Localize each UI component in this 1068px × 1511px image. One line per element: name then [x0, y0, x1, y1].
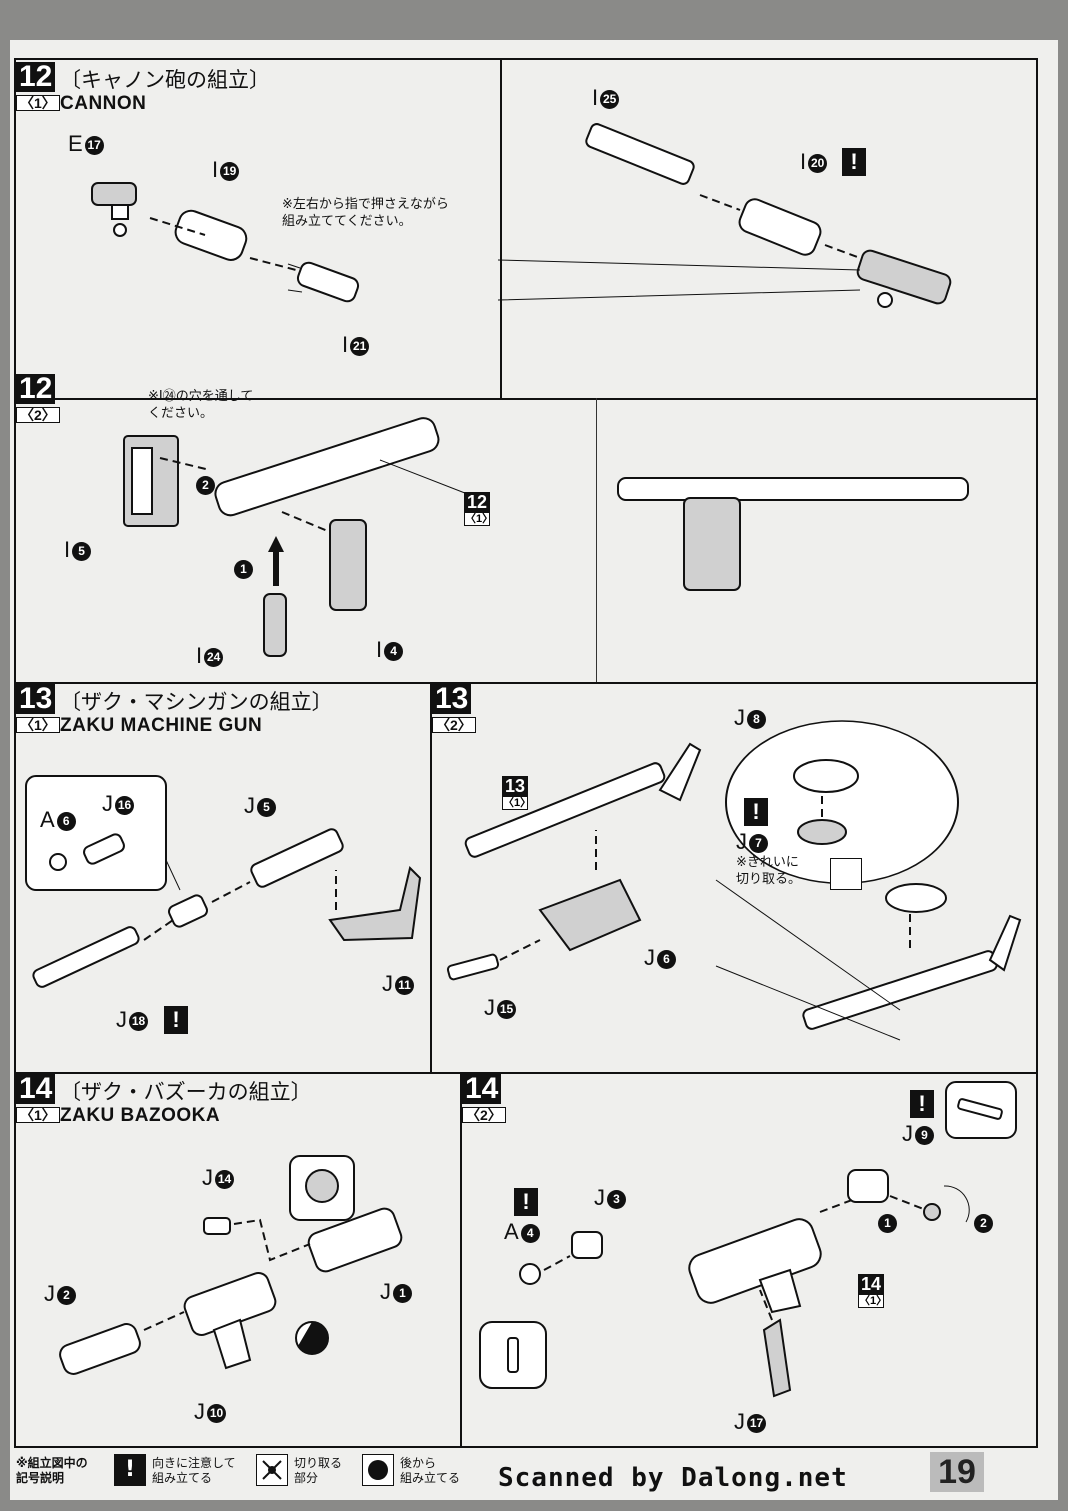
step-title-en: CANNON [60, 93, 147, 114]
assemble-later-icon [362, 1454, 394, 1486]
step-number: 14 [16, 1074, 56, 1104]
warning-icon: ! [842, 148, 866, 176]
cut-note: ※きれいに 切り取る。 [736, 855, 802, 887]
warning-icon: ! [514, 1188, 538, 1216]
substep-label: 〈2〉 [16, 407, 60, 423]
page-number: 19 [930, 1452, 984, 1492]
legend-item-later: 後から 組み立てる [400, 1456, 461, 1485]
step-number: 13 [432, 684, 472, 714]
substep-label: 〈2〉 [432, 717, 476, 733]
order-marker-2: 2 [972, 1210, 993, 1234]
substep-label: 〈1〉 [16, 1107, 60, 1123]
substep-label: 〈1〉 [16, 95, 60, 111]
symbol-legend: ※組立図中の 記号説明 ! 向きに注意して 組み立てる 切り取る 部分 後から … [14, 1452, 474, 1492]
legend-item-orientation: 向きに注意して 組み立てる [152, 1456, 236, 1485]
step-title-jp: 〔ザク・マシンガンの組立〕 [60, 690, 333, 714]
step-title-jp: 〔ザク・バズーカの組立〕 [60, 1080, 312, 1104]
col-divider-r4 [460, 1072, 462, 1448]
order-marker-2: 2 [194, 472, 215, 496]
warning-icon: ! [744, 798, 768, 826]
step-number: 12 [16, 62, 56, 92]
warning-icon: ! [910, 1090, 934, 1118]
order-marker-1: 1 [876, 1210, 897, 1234]
row-divider-3 [16, 1072, 1036, 1074]
instruction-grid [14, 58, 1038, 1448]
step-title-en: ZAKU BAZOOKA [60, 1105, 221, 1126]
scan-credit: Scanned by Dalong.net [498, 1463, 848, 1493]
row-divider-2 [16, 682, 1036, 684]
step-number: 12 [16, 374, 56, 404]
warning-icon: ! [164, 1006, 188, 1034]
step-number: 13 [16, 684, 56, 714]
col-divider-r2 [596, 398, 597, 682]
col-divider-r3 [430, 682, 432, 1072]
col-divider-r1 [500, 60, 502, 398]
step-number: 14 [462, 1074, 502, 1104]
warning-icon: ! [114, 1454, 146, 1486]
substep-label: 〈2〉 [462, 1107, 506, 1123]
step-reference: 14〈1〉 [858, 1274, 888, 1308]
row-divider-1 [16, 398, 1036, 400]
order-marker-1: 1 [232, 556, 253, 580]
step-title-en: ZAKU MACHINE GUN [60, 715, 263, 736]
step-title-jp: 〔キャノン砲の組立〕 [60, 68, 270, 92]
step-reference: 12〈1〉 [464, 492, 494, 526]
legend-item-cut: 切り取る 部分 [294, 1456, 343, 1485]
substep-label: 〈1〉 [16, 717, 60, 733]
cannon-parts-drawing [91, 123, 952, 308]
assembly-note: ※I㉔の穴を通して ください。 [148, 389, 254, 421]
cannon-mount-drawing [123, 417, 969, 657]
cut-icon [830, 858, 862, 890]
cut-icon [256, 1454, 288, 1486]
step-reference: 13〈1〉 [502, 776, 532, 810]
assembly-note: ※左右から指で押さえながら 組み立ててください。 [282, 197, 449, 229]
legend-header: ※組立図中の 記号説明 [16, 1456, 88, 1485]
